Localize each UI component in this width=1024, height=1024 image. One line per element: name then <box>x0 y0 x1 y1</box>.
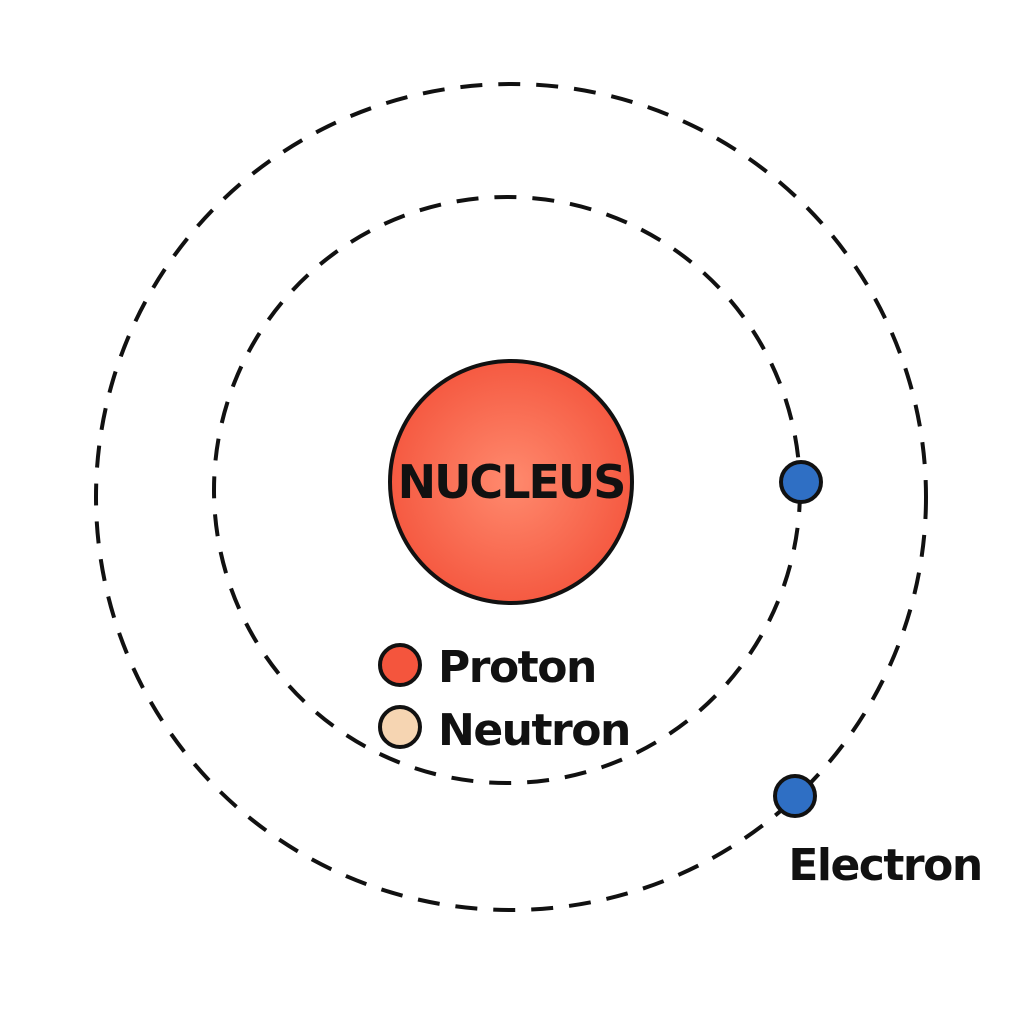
legend-proton-swatch <box>378 643 422 687</box>
legend-neutron-label: Neutron <box>438 705 630 756</box>
electron-label: Electron <box>788 840 981 891</box>
electron-inner <box>779 460 823 504</box>
nucleus <box>388 359 634 605</box>
legend-proton-label: Proton <box>438 642 596 693</box>
electron-outer <box>773 774 817 818</box>
nucleus-label: NUCLEUS <box>398 455 625 509</box>
outer-orbit <box>94 82 928 912</box>
legend-neutron-swatch <box>378 705 422 749</box>
